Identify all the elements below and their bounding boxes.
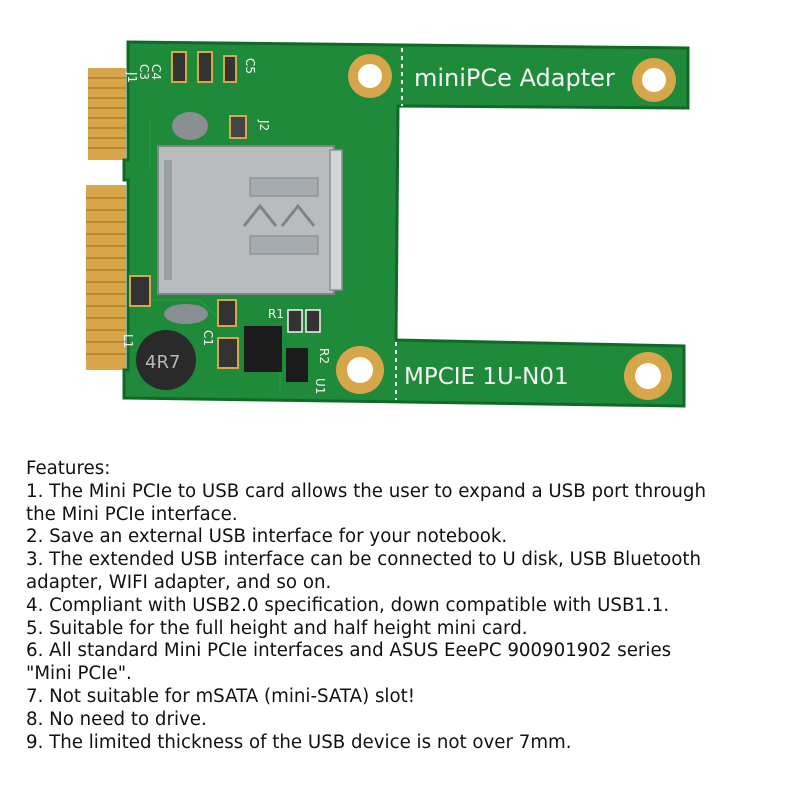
product-photo: miniPCe Adapter MPCIE 1U-N01 C4 C3 C5 J1… xyxy=(86,40,690,408)
label-u1: U1 xyxy=(313,378,327,394)
label-r2: R2 xyxy=(317,348,331,364)
feature-line: 7. Not suitable for mSATA (mini-SATA) sl… xyxy=(26,685,416,707)
label-j2: J2 xyxy=(257,119,271,131)
feature-line: 6. All standard Mini PCIe interfaces and… xyxy=(26,640,672,662)
label-c5: C5 xyxy=(243,58,257,74)
features-list: Features: 1. The Mini PCIe to USB card a… xyxy=(26,458,786,754)
edge-connector xyxy=(86,68,126,370)
inductor-label: 4R7 xyxy=(145,352,180,373)
feature-line: 8. No need to drive. xyxy=(26,708,207,730)
pcb-board xyxy=(122,40,690,408)
board-title-label: miniPCe Adapter xyxy=(414,64,615,92)
label-l1: L1 xyxy=(121,334,135,348)
features-heading: Features: xyxy=(26,458,111,479)
feature-line: 9. The limited thickness of the USB devi… xyxy=(26,731,572,753)
usb-port xyxy=(157,145,343,295)
mounting-holes xyxy=(336,54,676,400)
feature-line: "Mini PCIe". xyxy=(26,663,132,685)
label-c1: C1 xyxy=(201,330,215,346)
feature-line: 5. Suitable for the full height and half… xyxy=(26,617,528,639)
feature-line: 1. The Mini PCIe to USB card allows the … xyxy=(26,480,707,502)
component-labels: C4 C3 C5 J1 J2 L1 R1 R2 C1 U1 xyxy=(121,58,331,394)
inductor: 4R7 xyxy=(136,330,196,390)
feature-line: 3. The extended USB interface can be con… xyxy=(26,549,701,571)
label-c3: C3 xyxy=(137,64,151,80)
board-model-label: MPCIE 1U-N01 xyxy=(404,364,569,390)
feature-line: 2. Save an external USB interface for yo… xyxy=(26,526,508,548)
smd-components xyxy=(129,51,321,382)
feature-line: 4. Compliant with USB2.0 specification, … xyxy=(26,594,670,616)
label-c4: C4 xyxy=(149,64,163,80)
label-r1: R1 xyxy=(268,307,284,321)
feature-line: adapter, WIFI adapter, and so on. xyxy=(26,571,332,593)
label-j1: J1 xyxy=(125,71,139,83)
feature-line: the Mini PCIe interface. xyxy=(26,503,238,525)
